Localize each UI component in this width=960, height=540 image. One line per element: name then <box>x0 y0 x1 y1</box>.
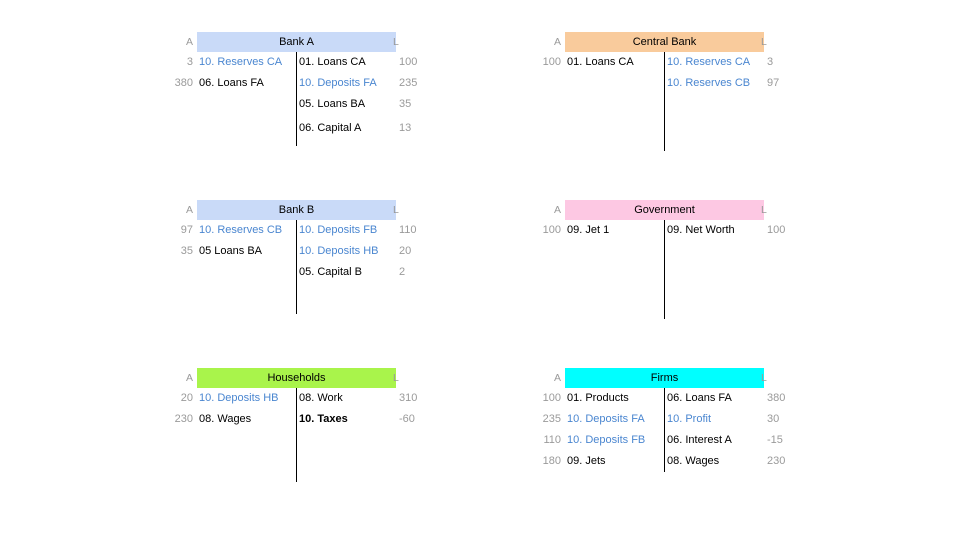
liability-value: -15 <box>767 434 783 446</box>
liability-name: 01. Loans CA <box>299 56 366 68</box>
assets-label: A <box>185 36 193 48</box>
asset-value: 20 <box>180 392 193 404</box>
liability-value: 110 <box>399 224 417 236</box>
liability-name: 05. Loans BA <box>299 98 366 110</box>
liability-value: 3 <box>767 56 774 68</box>
account-title: Bank B <box>197 200 396 220</box>
liability-value: 20 <box>399 245 412 257</box>
asset-value: 235 <box>542 413 561 425</box>
t-account-divider <box>664 220 665 319</box>
asset-name: 01. Products <box>567 392 629 404</box>
liabilities-label: L <box>393 36 399 48</box>
liability-value: 2 <box>399 266 406 278</box>
liability-name: 10. Deposits FA <box>299 77 377 89</box>
t-account-divider <box>664 52 665 151</box>
asset-name: 08. Wages <box>199 413 252 425</box>
liability-value: 97 <box>767 77 780 89</box>
t-account-divider <box>664 388 665 472</box>
liability-value: -60 <box>399 413 415 425</box>
account-title: Firms <box>565 368 764 388</box>
t-account-divider <box>296 388 297 482</box>
liability-name: 08. Work <box>299 392 343 404</box>
asset-value: 380 <box>174 77 193 89</box>
asset-name: 10. Deposits HB <box>199 392 279 404</box>
assets-label: A <box>553 204 561 216</box>
asset-name: 09. Jet 1 <box>567 224 610 236</box>
asset-value: 110 <box>543 434 561 446</box>
asset-value: 100 <box>542 224 561 236</box>
asset-name: 10. Reserves CA <box>199 56 283 68</box>
liability-name: 09. Net Worth <box>667 224 735 236</box>
account-title: Central Bank <box>565 32 764 52</box>
liability-name: 08. Wages <box>667 455 720 467</box>
assets-label: A <box>553 372 561 384</box>
assets-label: A <box>185 204 193 216</box>
liability-name: 06. Loans FA <box>667 392 732 404</box>
account-title: Government <box>565 200 764 220</box>
asset-name: 01. Loans CA <box>567 56 634 68</box>
asset-value: 230 <box>174 413 193 425</box>
liability-value: 100 <box>399 56 418 68</box>
liabilities-label: L <box>393 372 399 384</box>
asset-value: 100 <box>542 392 561 404</box>
asset-name: 10. Reserves CB <box>199 224 283 236</box>
liability-name: 06. Interest A <box>667 434 732 446</box>
assets-label: A <box>553 36 561 48</box>
liability-name: 10. Reserves CB <box>667 77 751 89</box>
asset-value: 97 <box>180 224 193 236</box>
liability-name: 05. Capital B <box>299 266 362 278</box>
liability-name: 10. Deposits FB <box>299 224 378 236</box>
liability-value: 235 <box>399 77 418 89</box>
liabilities-label: L <box>761 204 767 216</box>
liabilities-label: L <box>761 372 767 384</box>
asset-name: 05 Loans BA <box>199 245 262 257</box>
t-account-divider <box>296 52 297 146</box>
liability-value: 13 <box>399 122 412 134</box>
liability-name: 10. Taxes <box>299 413 348 425</box>
asset-value: 35 <box>180 245 193 257</box>
asset-value: 180 <box>542 455 561 467</box>
liability-value: 30 <box>767 413 780 425</box>
liabilities-label: L <box>393 204 399 216</box>
liability-value: 310 <box>399 392 418 404</box>
liability-name: 10. Profit <box>667 413 712 425</box>
asset-name: 06. Loans FA <box>199 77 264 89</box>
assets-label: A <box>185 372 193 384</box>
asset-name: 10. Deposits FA <box>567 413 645 425</box>
liability-value: 100 <box>767 224 786 236</box>
liability-value: 230 <box>767 455 786 467</box>
account-title: Households <box>197 368 396 388</box>
liability-value: 35 <box>399 98 412 110</box>
liability-name: 10. Deposits HB <box>299 245 379 257</box>
liability-value: 380 <box>767 392 786 404</box>
asset-value: 100 <box>542 56 561 68</box>
asset-value: 3 <box>186 56 193 68</box>
asset-name: 09. Jets <box>567 455 606 467</box>
account-title: Bank A <box>197 32 396 52</box>
asset-name: 10. Deposits FB <box>567 434 646 446</box>
liability-name: 06. Capital A <box>299 122 362 134</box>
liability-name: 10. Reserves CA <box>667 56 751 68</box>
t-account-divider <box>296 220 297 314</box>
liabilities-label: L <box>761 36 767 48</box>
